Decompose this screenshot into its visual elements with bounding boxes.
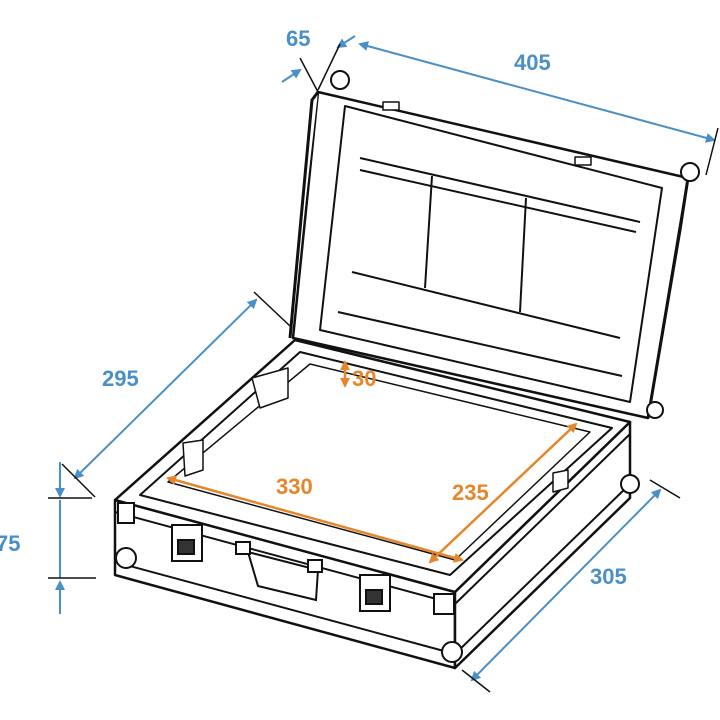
corner-ball [115, 547, 137, 569]
label-405: 405 [514, 50, 551, 75]
dim-line-235 [428, 422, 578, 564]
label-30: 30 [352, 366, 376, 391]
inner-dimension-lines [166, 360, 578, 564]
label-235: 235 [452, 480, 489, 505]
extension-lines [48, 43, 719, 693]
case-lid [288, 90, 690, 420]
dim-line-330 [166, 475, 464, 563]
dim-line-305 [470, 488, 662, 682]
dim-line-405 [358, 41, 716, 143]
outer-dimension-lines [55, 35, 716, 682]
label-65: 65 [286, 26, 310, 51]
label-75: 75 [0, 531, 20, 556]
dim-line-65 [281, 68, 302, 83]
handle [246, 550, 320, 602]
label-330: 330 [276, 474, 313, 499]
dim-line-295 [73, 298, 258, 480]
label-295: 295 [102, 366, 139, 391]
label-305: 305 [590, 564, 627, 589]
